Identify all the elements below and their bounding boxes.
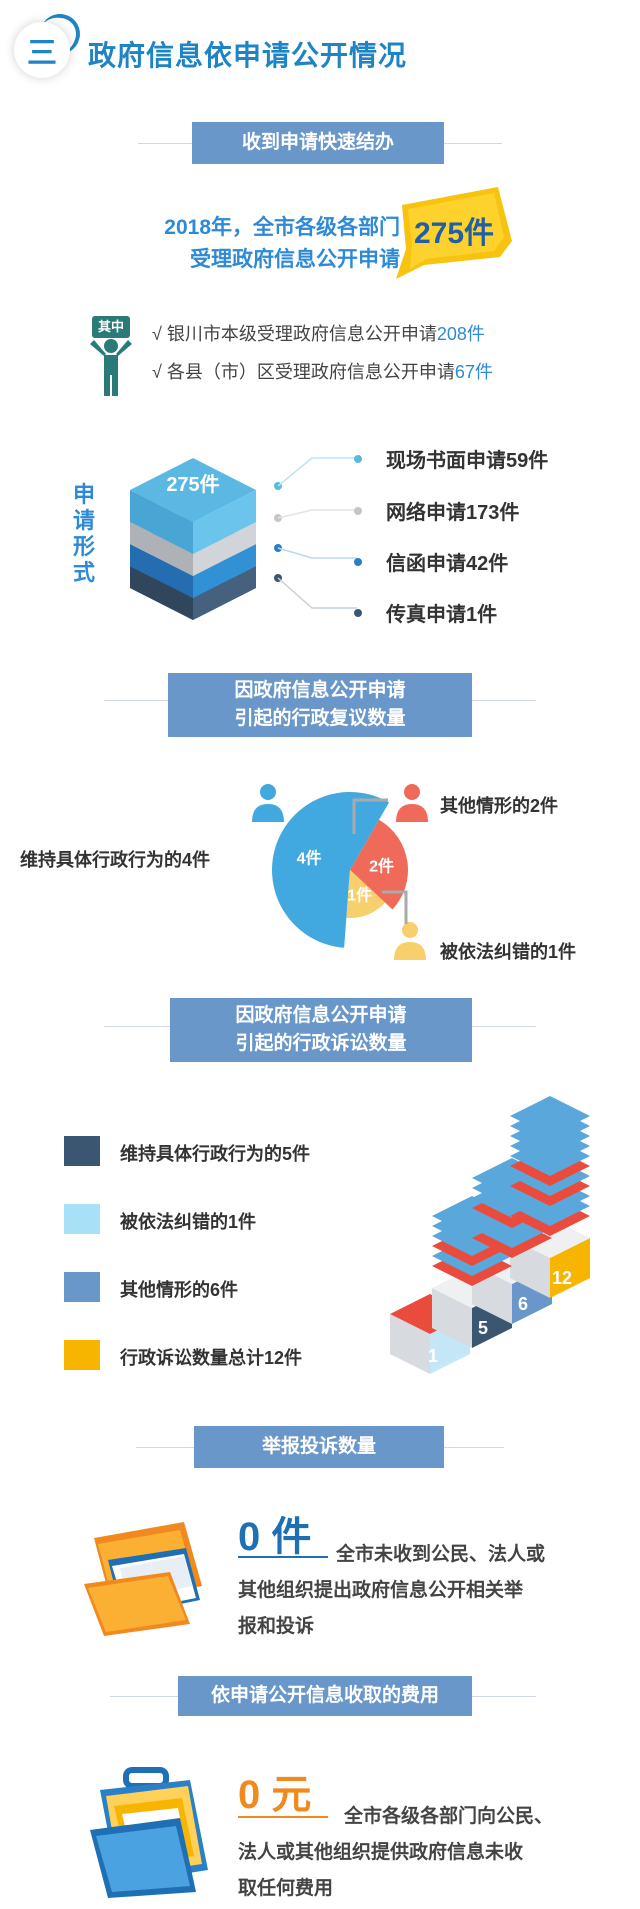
form-item-label: 信函申请42件	[386, 553, 509, 575]
fee-desc-line-3: 取任何费用	[238, 1878, 334, 1899]
person-icon	[396, 784, 428, 822]
form-item-dot	[354, 558, 362, 566]
underline	[238, 1816, 328, 1818]
list-item-value: 208件	[436, 324, 485, 344]
section-title: 收到申请快速结办	[241, 132, 394, 153]
complaint-desc-line-1: 全市未收到公民、法人或	[336, 1544, 546, 1565]
complaint-desc-line-3: 报和投诉	[238, 1616, 315, 1637]
pie-slice-corrected	[346, 870, 386, 918]
stacked-layers-graphic	[130, 458, 256, 620]
section-title-line-1: 因政府信息公开申请	[234, 680, 406, 701]
plate-stack-12	[510, 1096, 590, 1236]
complaint-desc-line-2: 其他组织提出政府信息公开相关举	[238, 1580, 524, 1601]
pie-chart: 4件 2件 1件	[272, 792, 408, 948]
pie-label-maintain: 维持具体行政行为的4件	[20, 850, 211, 870]
stack-total-label: 275件	[166, 474, 220, 496]
fee-desc-line-2: 法人或其他组织提供政府信息未收	[238, 1842, 524, 1863]
complaint-count: 0 件	[238, 1515, 312, 1559]
folder-icon	[84, 1522, 202, 1636]
intro-line-2: 受理政府信息公开申请	[190, 248, 400, 271]
cube-number: 1	[428, 1346, 439, 1366]
section-title: 依申请公开信息收取的费用	[210, 1685, 439, 1706]
person-icon	[90, 339, 132, 396]
section-title-box: 收到申请快速结办	[192, 122, 444, 164]
form-item-dot	[354, 609, 362, 617]
legend-label: 维持具体行政行为的5件	[120, 1144, 311, 1164]
form-item-label: 网络申请173件	[386, 502, 520, 524]
forms-vertical-label: 申请形式	[72, 482, 95, 585]
speech-burst-icon	[396, 187, 512, 279]
legend-label: 被依法纠错的1件	[120, 1212, 257, 1232]
underline	[238, 1556, 328, 1558]
pie-slice-maintain	[272, 792, 390, 948]
lawsuit-stacks-graphic	[390, 1096, 590, 1374]
pie-slice-label: 1件	[347, 886, 372, 905]
form-item-label: 现场书面申请59件	[386, 450, 549, 472]
page-title: 政府信息依申请公开情况	[88, 40, 408, 71]
briefcase-folder-icon	[90, 1767, 208, 1898]
section-title-box: 依申请公开信息收取的费用	[178, 1676, 472, 1716]
form-item-label: 传真申请1件	[386, 604, 498, 626]
section-title: 举报投诉数量	[261, 1436, 376, 1457]
legend-swatch	[64, 1272, 100, 1302]
fee-amount: 0 元	[238, 1773, 312, 1817]
pie-label-corrected: 被依法纠错的1件	[440, 942, 577, 962]
list-item-value: 67件	[454, 362, 493, 382]
intro-text: 2018年，全市各级各部门 受理政府信息公开申请	[140, 212, 400, 276]
section-title-line-1: 因政府信息公开申请	[235, 1005, 407, 1026]
legend-swatch	[64, 1136, 100, 1166]
pie-slice-label: 2件	[369, 856, 394, 875]
section-title-box: 举报投诉数量	[194, 1426, 444, 1468]
section-title-box: 因政府信息公开申请 引起的行政复议数量	[168, 673, 472, 737]
section-title-box: 因政府信息公开申请 引起的行政诉讼数量	[170, 998, 472, 1062]
section-title-line-2: 引起的行政诉讼数量	[235, 1033, 407, 1054]
legend-swatch	[64, 1340, 100, 1370]
list-item: √ 银川市本级受理政府信息公开申请208件	[152, 320, 485, 346]
fee-desc-line-1: 全市各级各部门向公民、	[344, 1806, 554, 1827]
pie-label-other: 其他情形的2件	[440, 796, 559, 816]
list-item-label: √ 银川市本级受理政府信息公开申请	[152, 324, 437, 344]
pie-slice-other	[350, 819, 408, 910]
legend-label: 行政诉讼数量总计12件	[120, 1348, 303, 1368]
intro-line-1: 2018年，全市各级各部门	[164, 216, 400, 239]
cube-number: 12	[552, 1268, 573, 1288]
list-item: √ 各县（市）区受理政府信息公开申请67件	[152, 358, 493, 384]
section-number-badge: 三	[14, 22, 70, 78]
form-item-dot	[354, 507, 362, 515]
section-number: 三	[27, 36, 57, 71]
section-title-line-2: 引起的行政复议数量	[234, 708, 406, 729]
leader-line	[352, 798, 388, 834]
leader-line	[382, 890, 408, 924]
person-icon	[252, 784, 284, 822]
tag-badge: 其中	[92, 316, 130, 338]
person-icon	[394, 922, 426, 960]
list-item-label: √ 各县（市）区受理政府信息公开申请	[152, 362, 455, 382]
form-item-dot	[354, 455, 362, 463]
cube-number: 6	[518, 1294, 529, 1314]
pie-slice-label: 4件	[297, 848, 322, 867]
total-badge-text: 275件	[414, 217, 495, 250]
connector-lines	[274, 457, 357, 609]
legend-label: 其他情形的6件	[120, 1280, 239, 1300]
cube-number: 5	[478, 1318, 489, 1338]
legend-swatch	[64, 1204, 100, 1234]
